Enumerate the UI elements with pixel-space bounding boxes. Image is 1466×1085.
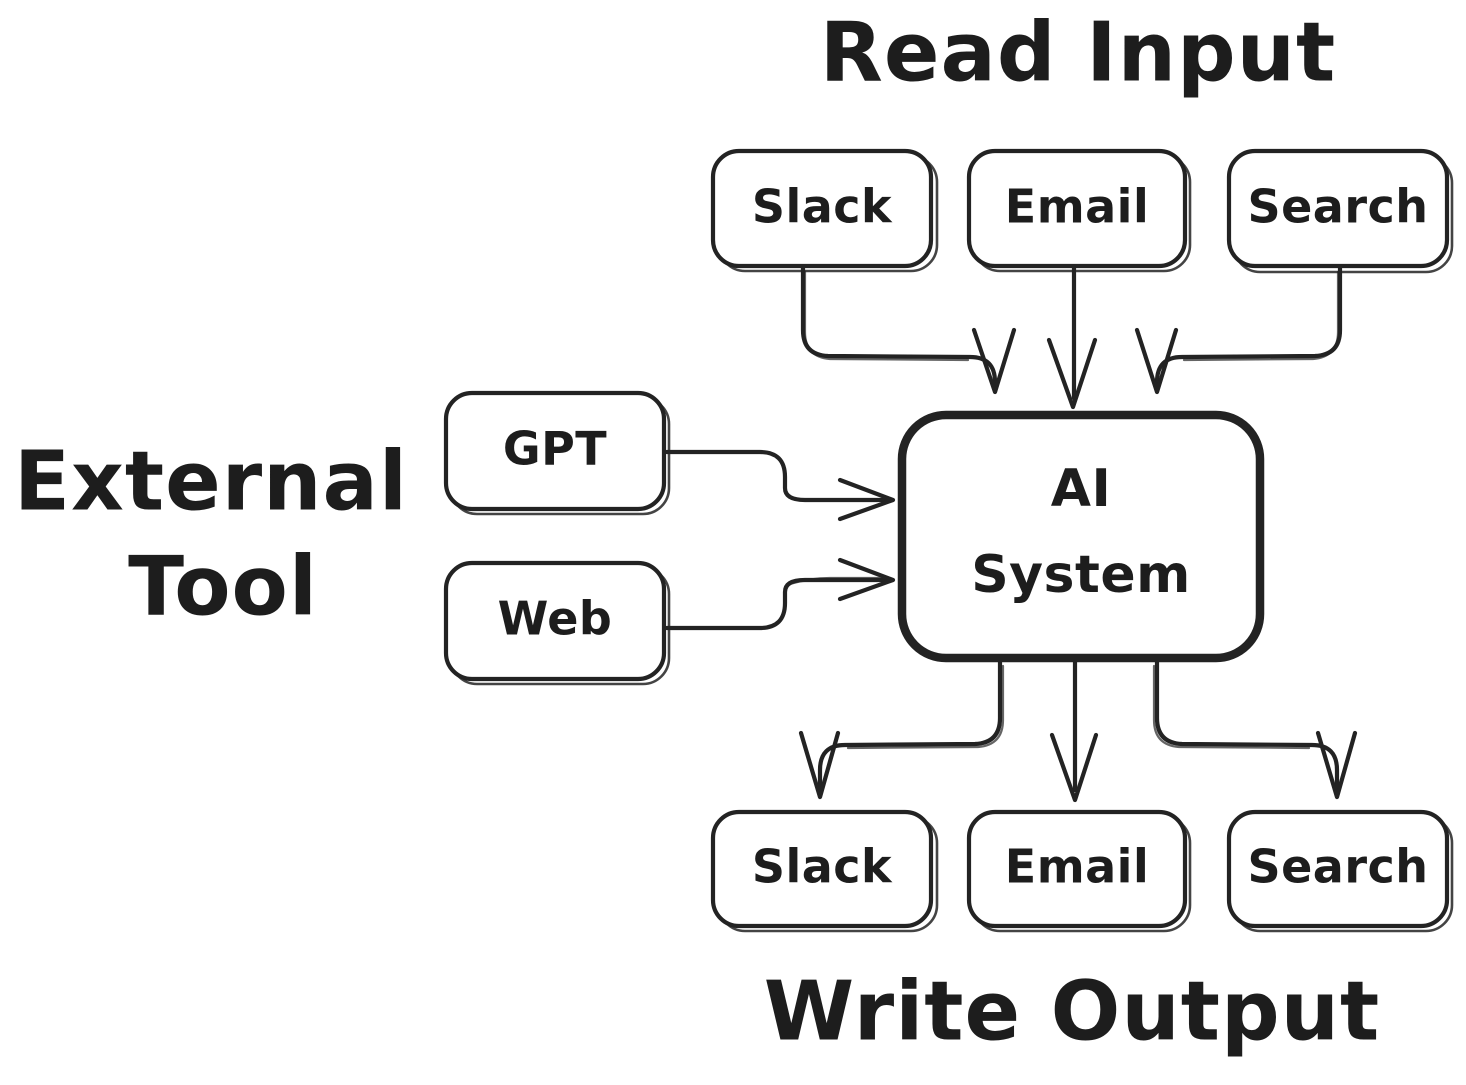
edge-ai-to-output-email <box>1049 659 1099 803</box>
edge-ai-to-output-search <box>1152 659 1358 800</box>
node-tool-gpt[interactable]: GPT <box>443 390 671 516</box>
section-title-external-tool-line2: Tool <box>128 539 318 634</box>
node-input-slack-label: Slack <box>752 180 893 234</box>
node-output-search[interactable]: Search <box>1226 809 1454 933</box>
node-input-search[interactable]: Search <box>1226 148 1454 274</box>
node-output-slack-label: Slack <box>752 840 893 894</box>
section-title-read-input: Read Input <box>820 5 1337 100</box>
edge-tool-gpt-to-ai <box>664 449 896 522</box>
node-tool-web-label: Web <box>498 592 613 646</box>
edge-tool-web-to-ai <box>664 557 896 631</box>
node-ai-system-label-line1: AI <box>1051 459 1112 519</box>
edge-input-slack-to-ai <box>800 265 1017 395</box>
node-output-email[interactable]: Email <box>966 809 1192 933</box>
node-input-email-label: Email <box>1005 180 1149 234</box>
node-tool-web[interactable]: Web <box>443 560 671 686</box>
edge-input-search-to-ai <box>1134 265 1343 395</box>
node-input-slack[interactable]: Slack <box>710 148 939 273</box>
edge-input-email-to-ai <box>1046 265 1098 410</box>
node-ai-system[interactable]: AI System <box>897 410 1265 663</box>
section-title-external-tool-line1: External <box>14 434 408 529</box>
node-ai-system-label-line2: System <box>971 545 1191 605</box>
node-output-search-label: Search <box>1247 840 1428 894</box>
section-title-write-output: Write Output <box>764 964 1380 1059</box>
edge-ai-to-output-slack <box>798 659 1005 800</box>
node-input-email[interactable]: Email <box>966 148 1192 273</box>
node-input-search-label: Search <box>1247 180 1428 234</box>
node-output-email-label: Email <box>1005 840 1149 894</box>
node-tool-gpt-label: GPT <box>503 422 607 476</box>
node-output-slack[interactable]: Slack <box>710 809 939 933</box>
